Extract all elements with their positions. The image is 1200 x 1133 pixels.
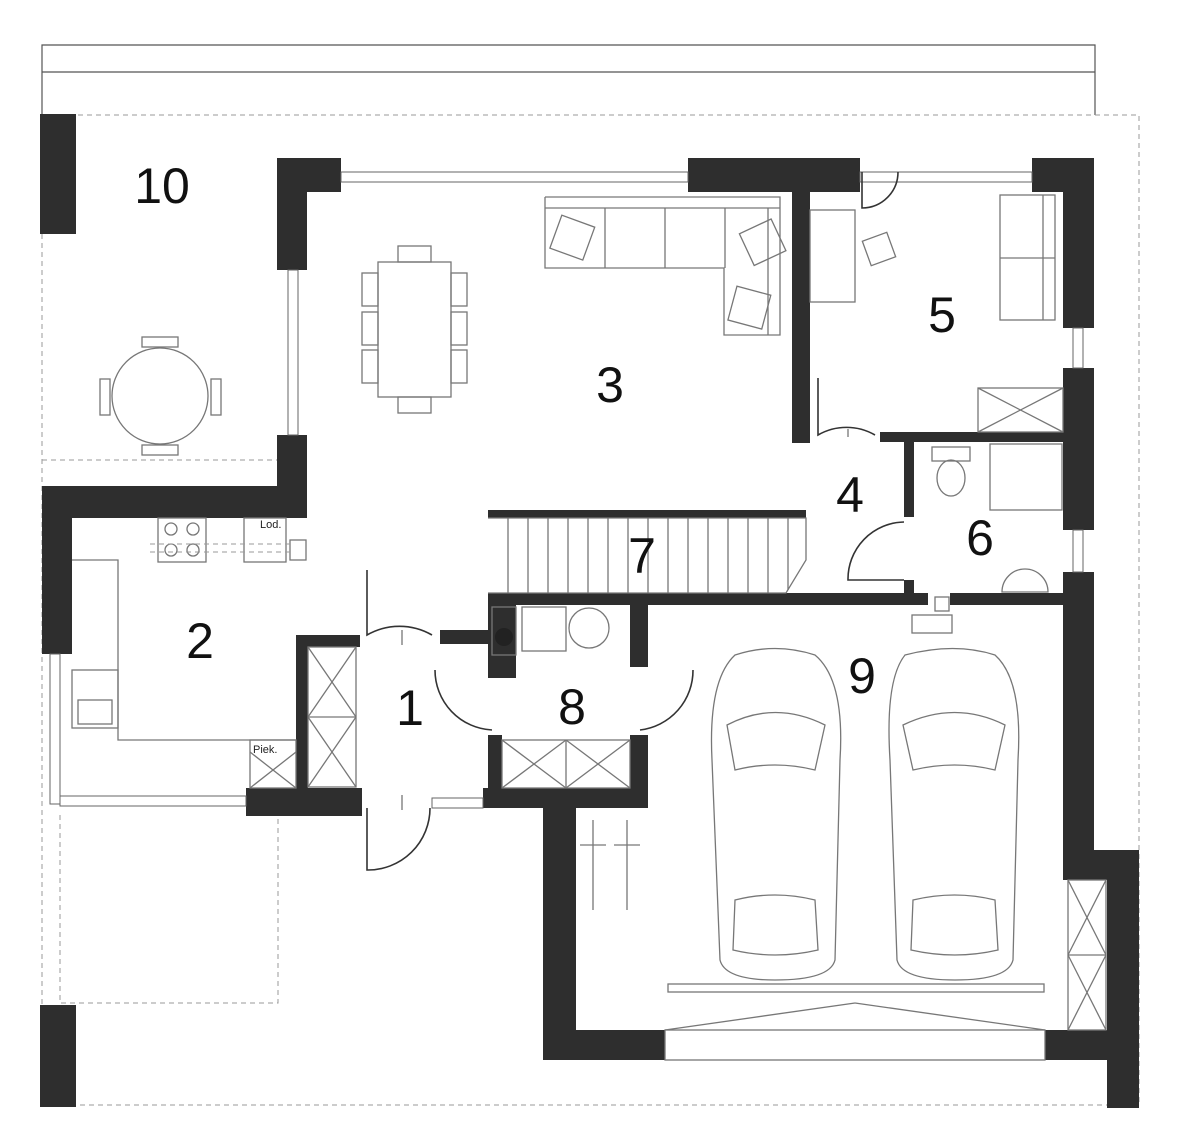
room-number-4: 4 [836,467,864,523]
terrace-table [99,336,222,456]
room-number-9: 9 [848,648,876,704]
room-number-1: 1 [396,680,424,736]
bicycles [580,820,640,910]
doors [366,171,905,871]
utility-room-fixtures [491,606,631,789]
fridge-label: Lod. [260,519,281,531]
staircase [488,517,807,594]
room-number-3: 3 [596,357,624,413]
garage-storage [1067,879,1107,1031]
room-number-7: 7 [628,528,656,584]
windows [49,171,1084,809]
sofa [544,196,787,336]
room-number-6: 6 [966,510,994,566]
room-number-5: 5 [928,287,956,343]
oven-label: Piek. [253,744,277,756]
roof-outline [41,44,1140,1106]
cars [710,647,1020,981]
room-number-2: 2 [186,613,214,669]
room-number-10: 10 [134,158,190,214]
kitchen-counter [71,517,307,789]
bathroom-fixtures [911,443,1063,634]
terrace-pillar-top [40,114,76,234]
terrace-pillar-bottom [40,1005,76,1107]
dining-table [361,245,468,414]
office-furniture [809,194,1064,433]
garage-door [664,983,1046,1061]
hall-wardrobe [307,646,357,788]
room-number-8: 8 [558,679,586,735]
walls [42,158,1139,1108]
